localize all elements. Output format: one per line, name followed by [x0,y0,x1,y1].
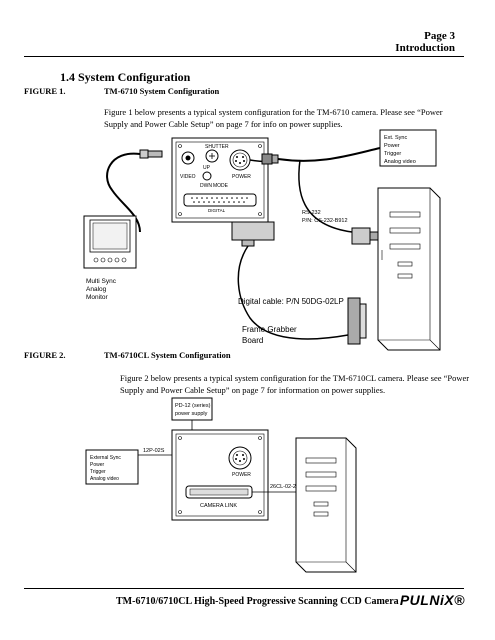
bnc-connector-icon [139,149,149,159]
label-digital: DIGITAL [208,208,226,213]
figure2-paragraph: Figure 2 below presents a typical system… [120,373,470,395]
pc-tower-icon [377,187,441,351]
frame-grabber-board-icon [347,297,361,345]
frame-grabber-line-1: Frame Grabber [242,325,297,334]
label-power-2: POWER [232,472,251,478]
page-number: Page 3 [424,30,455,42]
label-up: UP [203,165,211,171]
pd12-line-1: PD-12 (series) [175,403,211,409]
monitor-icon [83,215,137,269]
monitor-label-2: Analog [86,286,107,293]
figure1-paragraph: Figure 1 below presents a typical system… [104,107,443,129]
power-cable [277,147,381,162]
chapter-title: Introduction [395,42,455,54]
external-sync-box [85,449,139,485]
figure1-label: FIGURE 1. [24,86,66,96]
ext2-line-2: Power [90,462,105,468]
label-mode: MODE [213,183,229,189]
label-camera-link: CAMERA LINK [200,503,237,509]
ext2-line-1: External Sync [90,455,121,461]
digital-cable [237,245,349,340]
ext-line-3: Trigger [384,151,401,157]
figure2-title: TM-6710CL System Configuration [104,350,231,360]
rs232-cable [298,159,353,233]
ext-line-2: Power [384,143,400,149]
monitor-label-1: Multi Sync [86,278,117,285]
camera-rear-panel [171,137,269,223]
camera-link-rear-panel [171,429,269,521]
rs232-pn: P/N: CS-232-B912 [302,218,348,224]
ext2-line-4: Analog video [90,476,119,482]
figure2-label: FIGURE 2. [24,350,66,360]
rs232-label: RS-232 [302,210,321,216]
footer-rule [24,588,464,589]
ext2-line-3: Trigger [90,469,106,475]
label-shutter: SHUTTER [205,144,229,150]
cable-26cl-label: 26CL-02-26 [270,484,299,490]
pc-tower-2-icon [295,437,357,573]
digital-cable-label: Digital cable: P/N 50DG-02LP [238,297,344,306]
pulnix-logo: PULNiX® [399,592,465,608]
label-power: POWER [232,174,251,180]
digital-plug [231,221,275,241]
pd12-line-2: power supply [175,411,208,417]
section-title: 1.4 System Configuration [60,70,191,84]
monitor-label-3: Monitor [86,294,109,301]
ext-sync-box [379,129,437,167]
header-rule [24,56,464,57]
cable-12p-label: 12P-02S [143,448,165,454]
ext-line-4: Analog video [384,159,416,165]
ext-line-1: Ext. Sync [384,135,407,141]
power-plug-icon [261,153,273,165]
label-video: VIDEO [180,174,196,180]
frame-grabber-line-2: Board [242,336,263,345]
rs232-connector-icon [351,227,371,245]
label-dwn: DWN [200,183,212,189]
footer-title: TM-6710/6710CL High-Speed Progressive Sc… [116,596,399,607]
figure1-title: TM-6710 System Configuration [104,86,220,96]
